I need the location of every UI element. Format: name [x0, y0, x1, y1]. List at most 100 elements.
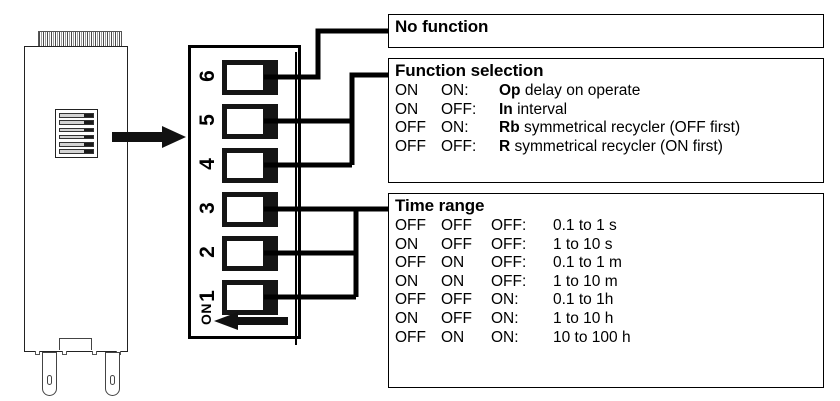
fs-text: delay on operate: [520, 82, 641, 99]
tr-value: 0.1 to 1h: [553, 291, 614, 309]
dip-switch-4[interactable]: [222, 148, 278, 183]
dip-switch-5[interactable]: [222, 104, 278, 139]
tr-col2: ON: [441, 254, 465, 272]
box-no-function-title: No function: [395, 17, 489, 36]
dip-switch-3-slider[interactable]: [227, 197, 263, 222]
device-bottom-tab: [59, 338, 92, 350]
tr-col2: OFF: [441, 291, 472, 309]
time-range-row: OFF ON OFF: 0.1 to 1 m: [395, 254, 823, 273]
tr-col2: OFF: [441, 235, 472, 253]
device-terminal-nub: [92, 351, 97, 355]
fs-col2: OFF:: [441, 137, 477, 155]
dip-switch-1-slider[interactable]: [227, 285, 263, 310]
tr-col1: ON: [395, 272, 419, 290]
time-range-rows: OFF OFF OFF: 0.1 to 1 s ON OFF OFF: 1 to…: [389, 217, 823, 350]
time-range-row: ON ON OFF: 1 to 10 m: [395, 273, 823, 292]
fs-text: interval: [512, 100, 568, 118]
time-range-row: OFF ON ON: 10 to 100 h: [395, 329, 823, 348]
dip-switch-number-4: 4: [196, 158, 219, 170]
fs-description: R symmetrical recycler (ON first): [499, 138, 723, 157]
tr-value: 1 to 10 m: [553, 272, 618, 290]
fs-code: Rb: [499, 119, 520, 137]
dip-switch-2[interactable]: [222, 236, 278, 271]
zoom-pointer-arrow: [112, 126, 186, 148]
time-range-row: ON OFF ON: 1 to 10 h: [395, 310, 823, 329]
fs-description: In interval: [499, 101, 567, 120]
tr-col3: OFF:: [491, 235, 527, 253]
dip-on-label: ON: [198, 303, 214, 325]
device-dip-row: [59, 149, 94, 154]
tr-col1: ON: [395, 309, 419, 327]
tr-col3: OFF:: [491, 254, 527, 272]
fs-col1: OFF: [395, 137, 426, 155]
fs-col1: OFF: [395, 119, 426, 137]
device-dip-row: [59, 120, 94, 125]
time-range-row: OFF OFF ON: 0.1 to 1h: [395, 291, 823, 310]
dip-switch-4-slider[interactable]: [227, 153, 263, 178]
fs-description: Rb symmetrical recycler (OFF first): [499, 119, 740, 138]
box-no-function: No function: [388, 14, 824, 48]
tr-col2: ON: [441, 328, 465, 346]
tr-value: 1 to 10 s: [553, 235, 613, 253]
dip-switch-6[interactable]: [222, 60, 278, 95]
tr-col2: OFF: [441, 309, 472, 327]
fs-text: symmetrical recycler (OFF first): [519, 119, 741, 137]
fs-col2: OFF:: [441, 100, 477, 118]
tr-col3: ON:: [491, 291, 519, 309]
dip-switch-5-slider[interactable]: [227, 109, 263, 134]
fs-code: In: [499, 100, 513, 118]
device-housing: [24, 46, 128, 352]
device-dip-row: [59, 113, 94, 118]
device-mounting-pin: [105, 352, 120, 396]
fs-col2: ON:: [441, 82, 469, 99]
dip-switch-number-3: 3: [196, 202, 219, 214]
dip-switch-2-slider[interactable]: [227, 241, 263, 266]
box-time-range-title: Time range: [395, 196, 485, 215]
function-selection-row: ON ON: Op delay on operate: [395, 82, 823, 101]
device-dip-row: [59, 127, 94, 133]
function-selection-row: ON OFF: In interval: [395, 101, 823, 120]
fs-col1: ON: [395, 82, 419, 99]
tr-value: 10 to 100 h: [553, 328, 631, 346]
dip-switch-number-6: 6: [196, 70, 219, 82]
box-function-selection-title: Function selection: [395, 61, 544, 80]
tr-value: 0.1 to 1 s: [553, 217, 617, 234]
function-selection-row: OFF ON: Rb symmetrical recycler (OFF fir…: [395, 119, 823, 138]
fs-description: Op delay on operate: [499, 82, 640, 101]
time-range-row: OFF OFF OFF: 0.1 to 1 s: [395, 217, 823, 236]
fs-text: symmetrical recycler (ON first): [510, 137, 723, 155]
dip-switch-number-5: 5: [196, 114, 219, 126]
fs-col1: ON: [395, 100, 419, 118]
device-dip-switch-detail: [55, 109, 98, 158]
device-terminal-nub: [35, 351, 40, 355]
wire-bus-time-range: [353, 206, 390, 297]
tr-value: 1 to 10 h: [553, 309, 614, 327]
dip-switch-1[interactable]: [222, 280, 278, 315]
tr-col3: ON:: [491, 328, 519, 346]
box-time-range: Time range OFF OFF OFF: 0.1 to 1 s ON OF…: [388, 193, 824, 388]
tr-col3: OFF:: [491, 272, 527, 290]
tr-col2: ON: [441, 272, 465, 290]
device-dip-row: [59, 134, 94, 140]
tr-value: 0.1 to 1 m: [553, 254, 622, 272]
fs-code: Op: [499, 82, 521, 99]
fs-col2: ON:: [441, 119, 469, 137]
tr-col1: OFF: [395, 254, 426, 272]
device-mounting-pin: [42, 352, 57, 396]
wire-bus-function-selection: [349, 72, 390, 165]
tr-col1: ON: [395, 235, 419, 253]
dip-switch-number-2: 2: [196, 246, 219, 258]
tr-col3: ON:: [491, 309, 519, 327]
box-function-selection: Function selection ON ON: Op delay on op…: [388, 58, 824, 183]
tr-col3: OFF:: [491, 217, 527, 234]
tr-col1: OFF: [395, 217, 426, 234]
tr-col1: OFF: [395, 328, 426, 346]
dip-switch-6-slider[interactable]: [227, 65, 263, 90]
function-selection-rows: ON ON: Op delay on operate ON OFF: In in…: [389, 82, 823, 159]
fs-code: R: [499, 137, 511, 155]
time-range-row: ON OFF OFF: 1 to 10 s: [395, 236, 823, 255]
tr-col2: OFF: [441, 217, 472, 234]
dip-switch-3[interactable]: [222, 192, 278, 227]
dip-on-direction-arrow: [214, 312, 288, 330]
